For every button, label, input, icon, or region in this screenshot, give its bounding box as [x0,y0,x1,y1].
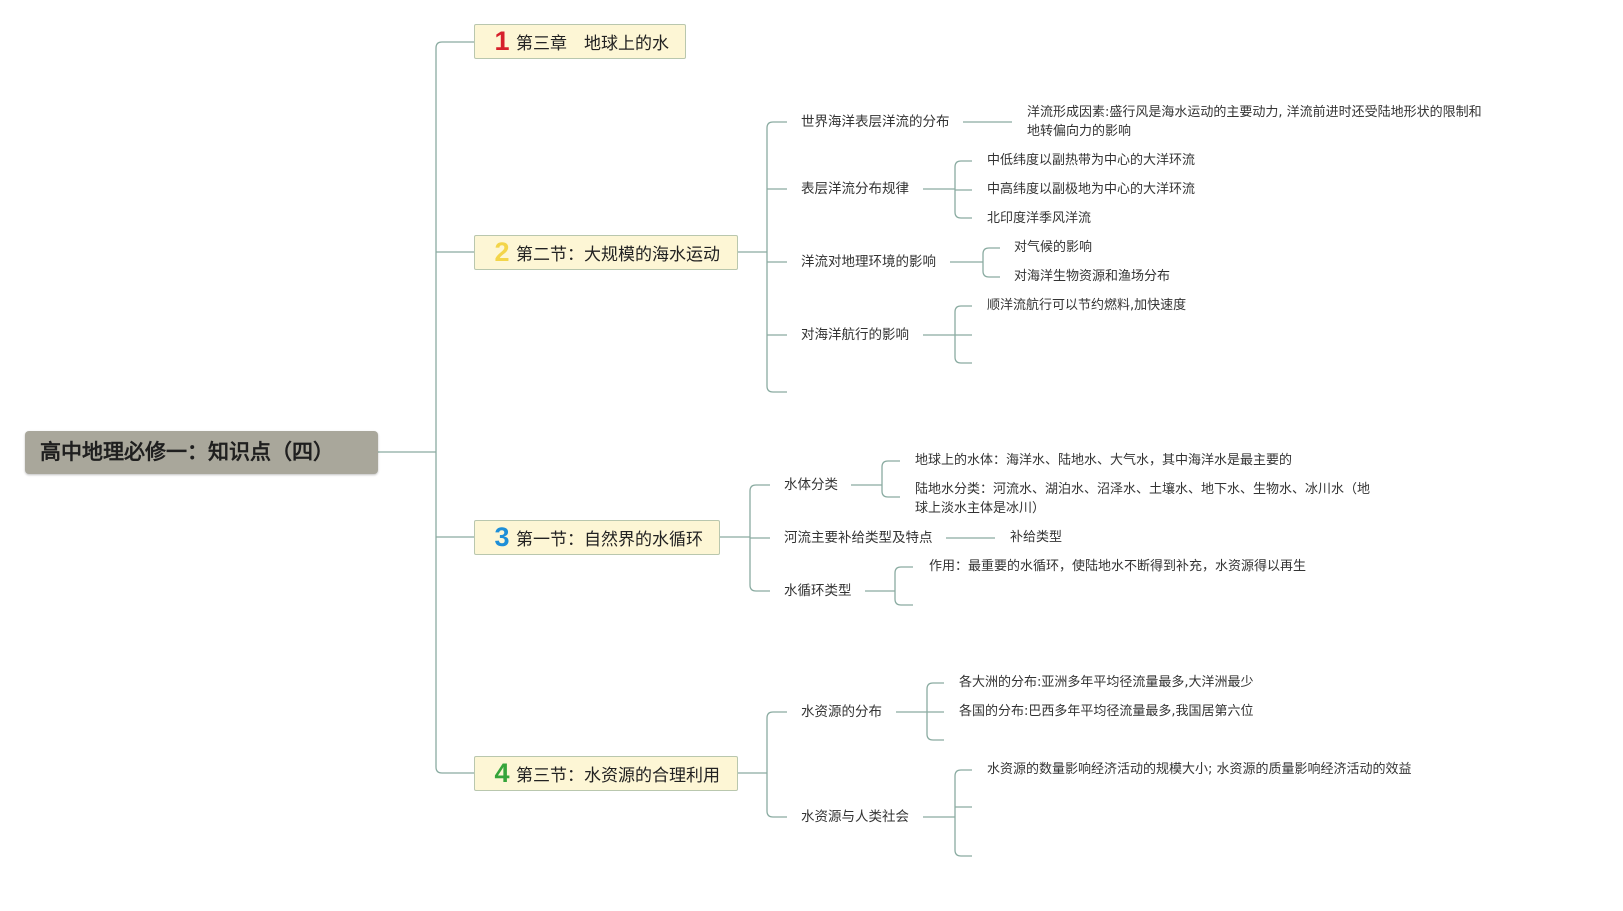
connector-line [881,485,900,498]
subtopic: 水资源的分布 [801,704,882,720]
detail-topic: 补给类型 [1010,530,1063,545]
connector-line [749,484,770,537]
detail-topic: 中高纬度以副极地为中心的大洋环流 [987,182,1196,197]
connector-line [894,591,913,606]
detail-topic: 顺洋流航行可以节约燃料,加快速度 [987,298,1187,313]
connector-line [435,452,474,774]
detail-topic: 洋流形成因素:盛行风是海水运动的主要动力, 洋流前进时还受陆地形状的限制和 地转… [1027,103,1482,141]
main-topic-title: 第二节：大规模的海水运动 [516,245,720,265]
number-3-icon: 3 [494,522,510,552]
subtopic: 水循环类型 [784,583,852,599]
detail-line: 陆地水分类：河流水、湖泊水、沼泽水、土壤水、地下水、生物水、冰川水（地 [915,482,1371,497]
detail-topic: 北印度洋季风洋流 [987,211,1092,226]
detail-topic: 作用：最重要的水循环，使陆地水不断得到补充，水资源得以再生 [929,559,1307,574]
detail-topic: 水资源的数量影响经济活动的规模大小; 水资源的质量影响经济活动的效益 [987,762,1412,777]
subtopic: 洋流对地理环境的影响 [801,254,936,270]
connector-line [954,769,972,817]
connector-line [766,773,787,818]
main-topic-3: 3 第一节：自然界的水循环 [474,520,720,555]
number-2-icon: 2 [494,237,510,267]
detail-topic: 陆地水分类：河流水、湖泊水、沼泽水、土壤水、地下水、生物水、冰川水（地 球上淡水… [915,480,1370,518]
detail-topic: 对海洋生物资源和渔场分布 [1014,269,1171,284]
connector-line [954,817,972,857]
main-topic-4: 4 第三节：水资源的合理利用 [474,756,738,791]
subtopic: 河流主要补给类型及特点 [784,530,933,546]
central-topic: 高中地理必修一：知识点（四） [25,431,378,474]
detail-topic: 中低纬度以副热带为中心的大洋环流 [987,153,1196,168]
subtopic: 对海洋航行的影响 [801,327,909,343]
main-topic-1: 1 第三章 地球上的水 [474,24,686,59]
detail-line: 地转偏向力的影响 [1027,124,1132,139]
detail-topic: 各大洲的分布:亚洲多年平均径流量最多,大洋洲最少 [959,675,1254,690]
detail-topic: 地球上的水体：海洋水、陆地水、大气水，其中海洋水是最主要的 [915,453,1293,468]
connector-line [881,460,900,485]
connector-line [926,712,944,741]
connector-line [954,189,972,219]
connector-line [749,537,770,592]
connector-line [982,247,1000,262]
connector-line [766,711,787,773]
connector-line [894,566,913,591]
detail-topic: 对气候的影响 [1014,240,1093,255]
main-topic-title: 第三章 地球上的水 [516,34,669,54]
connector-line [766,121,787,252]
connector-line [435,41,474,452]
connector-line [766,252,787,393]
detail-topic: 各国的分布:巴西多年平均径流量最多,我国居第六位 [959,704,1254,719]
main-topic-title: 第三节：水资源的合理利用 [516,766,720,786]
subtopic: 水体分类 [784,477,838,493]
connector-line [926,682,944,712]
connector-line [954,335,972,364]
number-1-icon: 1 [494,26,510,56]
subtopic: 水资源与人类社会 [801,809,909,825]
subtopic: 世界海洋表层洋流的分布 [801,114,950,130]
connector-line [954,160,972,189]
main-topic-title: 第一节：自然界的水循环 [516,530,703,550]
detail-line: 洋流形成因素:盛行风是海水运动的主要动力, 洋流前进时还受陆地形状的限制和 [1027,105,1482,120]
subtopic: 表层洋流分布规律 [801,181,909,197]
main-topic-2: 2 第二节：大规模的海水运动 [474,235,738,270]
number-4-icon: 4 [494,758,510,788]
connector-line [982,262,1000,278]
detail-line: 球上淡水主体是冰川） [915,501,1046,516]
connector-line [954,305,972,335]
